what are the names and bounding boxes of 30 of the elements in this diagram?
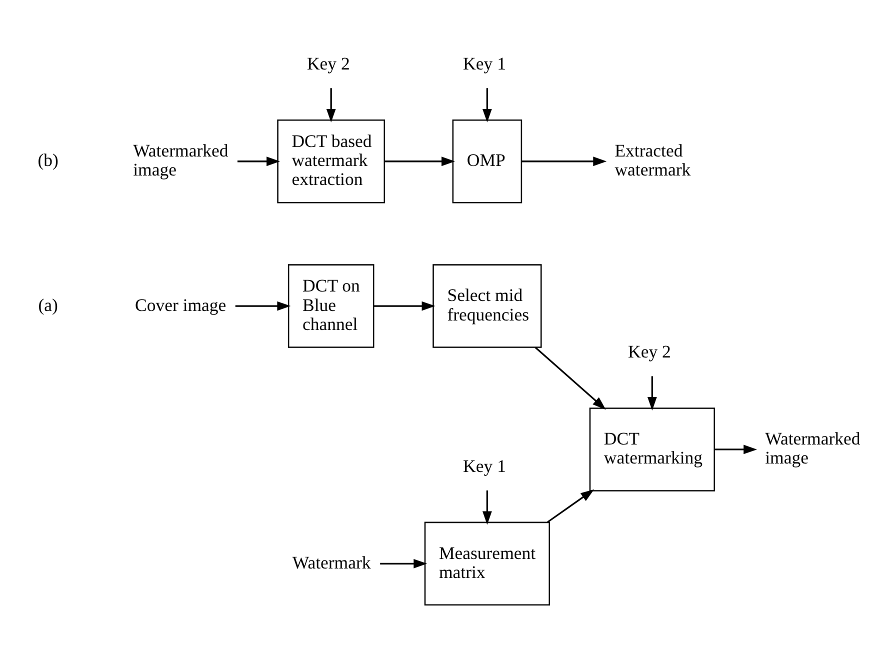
arrow bbox=[326, 88, 336, 122]
arrow bbox=[482, 490, 492, 524]
node-text: Key 2 bbox=[306, 53, 350, 74]
arrow bbox=[384, 156, 455, 166]
node-text: Watermarked image bbox=[765, 428, 860, 468]
node-box: DCT watermarking bbox=[589, 407, 715, 491]
arrow bbox=[534, 346, 606, 410]
arrow bbox=[237, 156, 280, 166]
node-text: Extracted watermark bbox=[614, 140, 691, 180]
arrow bbox=[647, 376, 657, 410]
node-text: Watermark bbox=[292, 552, 371, 572]
node-text: Key 2 bbox=[628, 341, 671, 362]
node-text: Watermarked image bbox=[133, 140, 228, 180]
node-text: Cover image bbox=[135, 294, 226, 314]
arrow bbox=[547, 488, 594, 522]
node-text: Key 1 bbox=[463, 53, 506, 74]
arrow bbox=[374, 300, 436, 310]
node-box: Select mid frequencies bbox=[432, 264, 542, 348]
node-box: DCT on Blue channel bbox=[288, 264, 374, 348]
arrow bbox=[522, 156, 607, 166]
node-text: Key 1 bbox=[463, 455, 506, 476]
node-box: OMP bbox=[452, 119, 522, 203]
arrow bbox=[235, 300, 291, 310]
arrow bbox=[380, 558, 428, 568]
label: (b) bbox=[38, 150, 58, 170]
arrow bbox=[714, 444, 758, 454]
arrow bbox=[482, 88, 492, 122]
node-box: Measurement matrix bbox=[424, 521, 550, 606]
node-box: DCT based watermark extraction bbox=[277, 119, 386, 203]
label: (a) bbox=[38, 294, 58, 314]
